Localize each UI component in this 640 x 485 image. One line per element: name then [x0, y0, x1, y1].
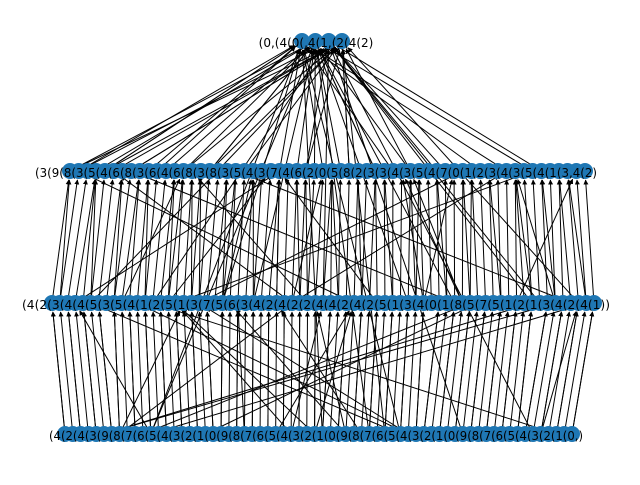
- graph-edge: [122, 312, 127, 427]
- graph-edge: [207, 312, 213, 427]
- graph-edge: [495, 312, 508, 427]
- graph-edge: [130, 312, 135, 427]
- graph-edge: [456, 312, 469, 427]
- edge-group: [53, 45, 594, 432]
- graph-edge: [268, 312, 269, 427]
- graph-edge: [123, 180, 139, 296]
- upper-layer-labels: (3(9(8(3(5(4(6(8(3(6(4(6(8(3(8(3(5(4(3(7…: [35, 166, 597, 180]
- graph-edge: [376, 180, 378, 296]
- graph-edge: [137, 46, 334, 168]
- graph-edge: [114, 180, 121, 296]
- graph-edge: [154, 49, 312, 427]
- graph-edge: [87, 175, 348, 300]
- graph-edge: [515, 180, 516, 296]
- graph-edge: [60, 180, 69, 296]
- graph-edge: [534, 312, 554, 427]
- graph-edge: [385, 180, 392, 296]
- graph-edge: [53, 180, 69, 296]
- graph-edge: [568, 180, 578, 296]
- graph-edge: [558, 312, 577, 427]
- graph-edge: [176, 312, 181, 427]
- graph-edge: [182, 310, 287, 429]
- graph-edge: [565, 312, 584, 427]
- graph-edge: [339, 180, 341, 296]
- graph-edge: [401, 180, 402, 296]
- middle-layer-labels: (4(2(3(4(4(5(3(5(4(1(2(5(1(3(7(5(6(3(4(2…: [22, 298, 610, 312]
- graph-edge: [516, 180, 531, 296]
- graph-edge: [409, 312, 416, 427]
- graph-edge: [377, 312, 384, 427]
- graph-edge: [61, 180, 78, 296]
- graph-edge: [85, 45, 321, 168]
- graph-edge: [543, 312, 576, 428]
- graph-edge: [184, 180, 192, 296]
- graph-edge: [76, 45, 307, 168]
- graph-edge: [362, 180, 366, 296]
- graph-edge: [161, 312, 166, 427]
- graph-edge: [172, 178, 265, 297]
- graph-edge: [573, 312, 592, 427]
- graph-edge: [569, 180, 586, 296]
- graph-edge: [176, 180, 183, 296]
- graph-edge: [432, 312, 445, 427]
- graph-edge: [145, 312, 150, 427]
- graph-edge: [445, 180, 446, 296]
- graph-edge: [354, 180, 358, 296]
- graph-edge: [182, 309, 309, 429]
- top-layer-labels: (0,(4(0(,4(1,(2(4(2): [259, 36, 374, 50]
- graph-edge: [154, 47, 295, 167]
- graph-edge: [308, 180, 314, 296]
- graph-edge: [69, 180, 87, 296]
- graph-edge: [145, 307, 402, 431]
- graph-edge: [346, 312, 353, 427]
- graph-edge: [291, 312, 292, 427]
- graph-edge: [336, 46, 535, 168]
- bottom-layer-labels: (4(2(4(3(9(8(7(6(5(4(3(2(1(0(9(8(7(6(5(4…: [49, 429, 583, 443]
- graph-edge: [111, 45, 334, 167]
- graph-edge: [260, 312, 261, 427]
- graph-edge: [577, 180, 586, 296]
- graph-edge: [416, 180, 419, 296]
- graph-edge: [299, 312, 300, 427]
- graph-edge: [115, 180, 130, 296]
- graph-edge: [114, 312, 119, 427]
- graph-edge: [138, 312, 143, 427]
- graph-edge: [503, 312, 516, 427]
- graph-edge: [472, 180, 478, 296]
- graph-edge: [309, 46, 474, 167]
- graph-edge: [99, 180, 112, 296]
- graph-edge: [221, 312, 222, 427]
- graph-edge: [586, 180, 594, 296]
- graph-edge: [533, 180, 539, 296]
- graph-edge: [510, 312, 523, 427]
- graph-edge: [315, 50, 316, 164]
- graph-edge: [283, 312, 284, 427]
- graph-edge: [245, 312, 246, 427]
- graph-edge: [470, 180, 471, 296]
- graph-edge: [542, 312, 562, 427]
- graph-edge: [321, 48, 407, 165]
- graph-edge: [237, 312, 238, 427]
- graph-edge: [385, 312, 392, 427]
